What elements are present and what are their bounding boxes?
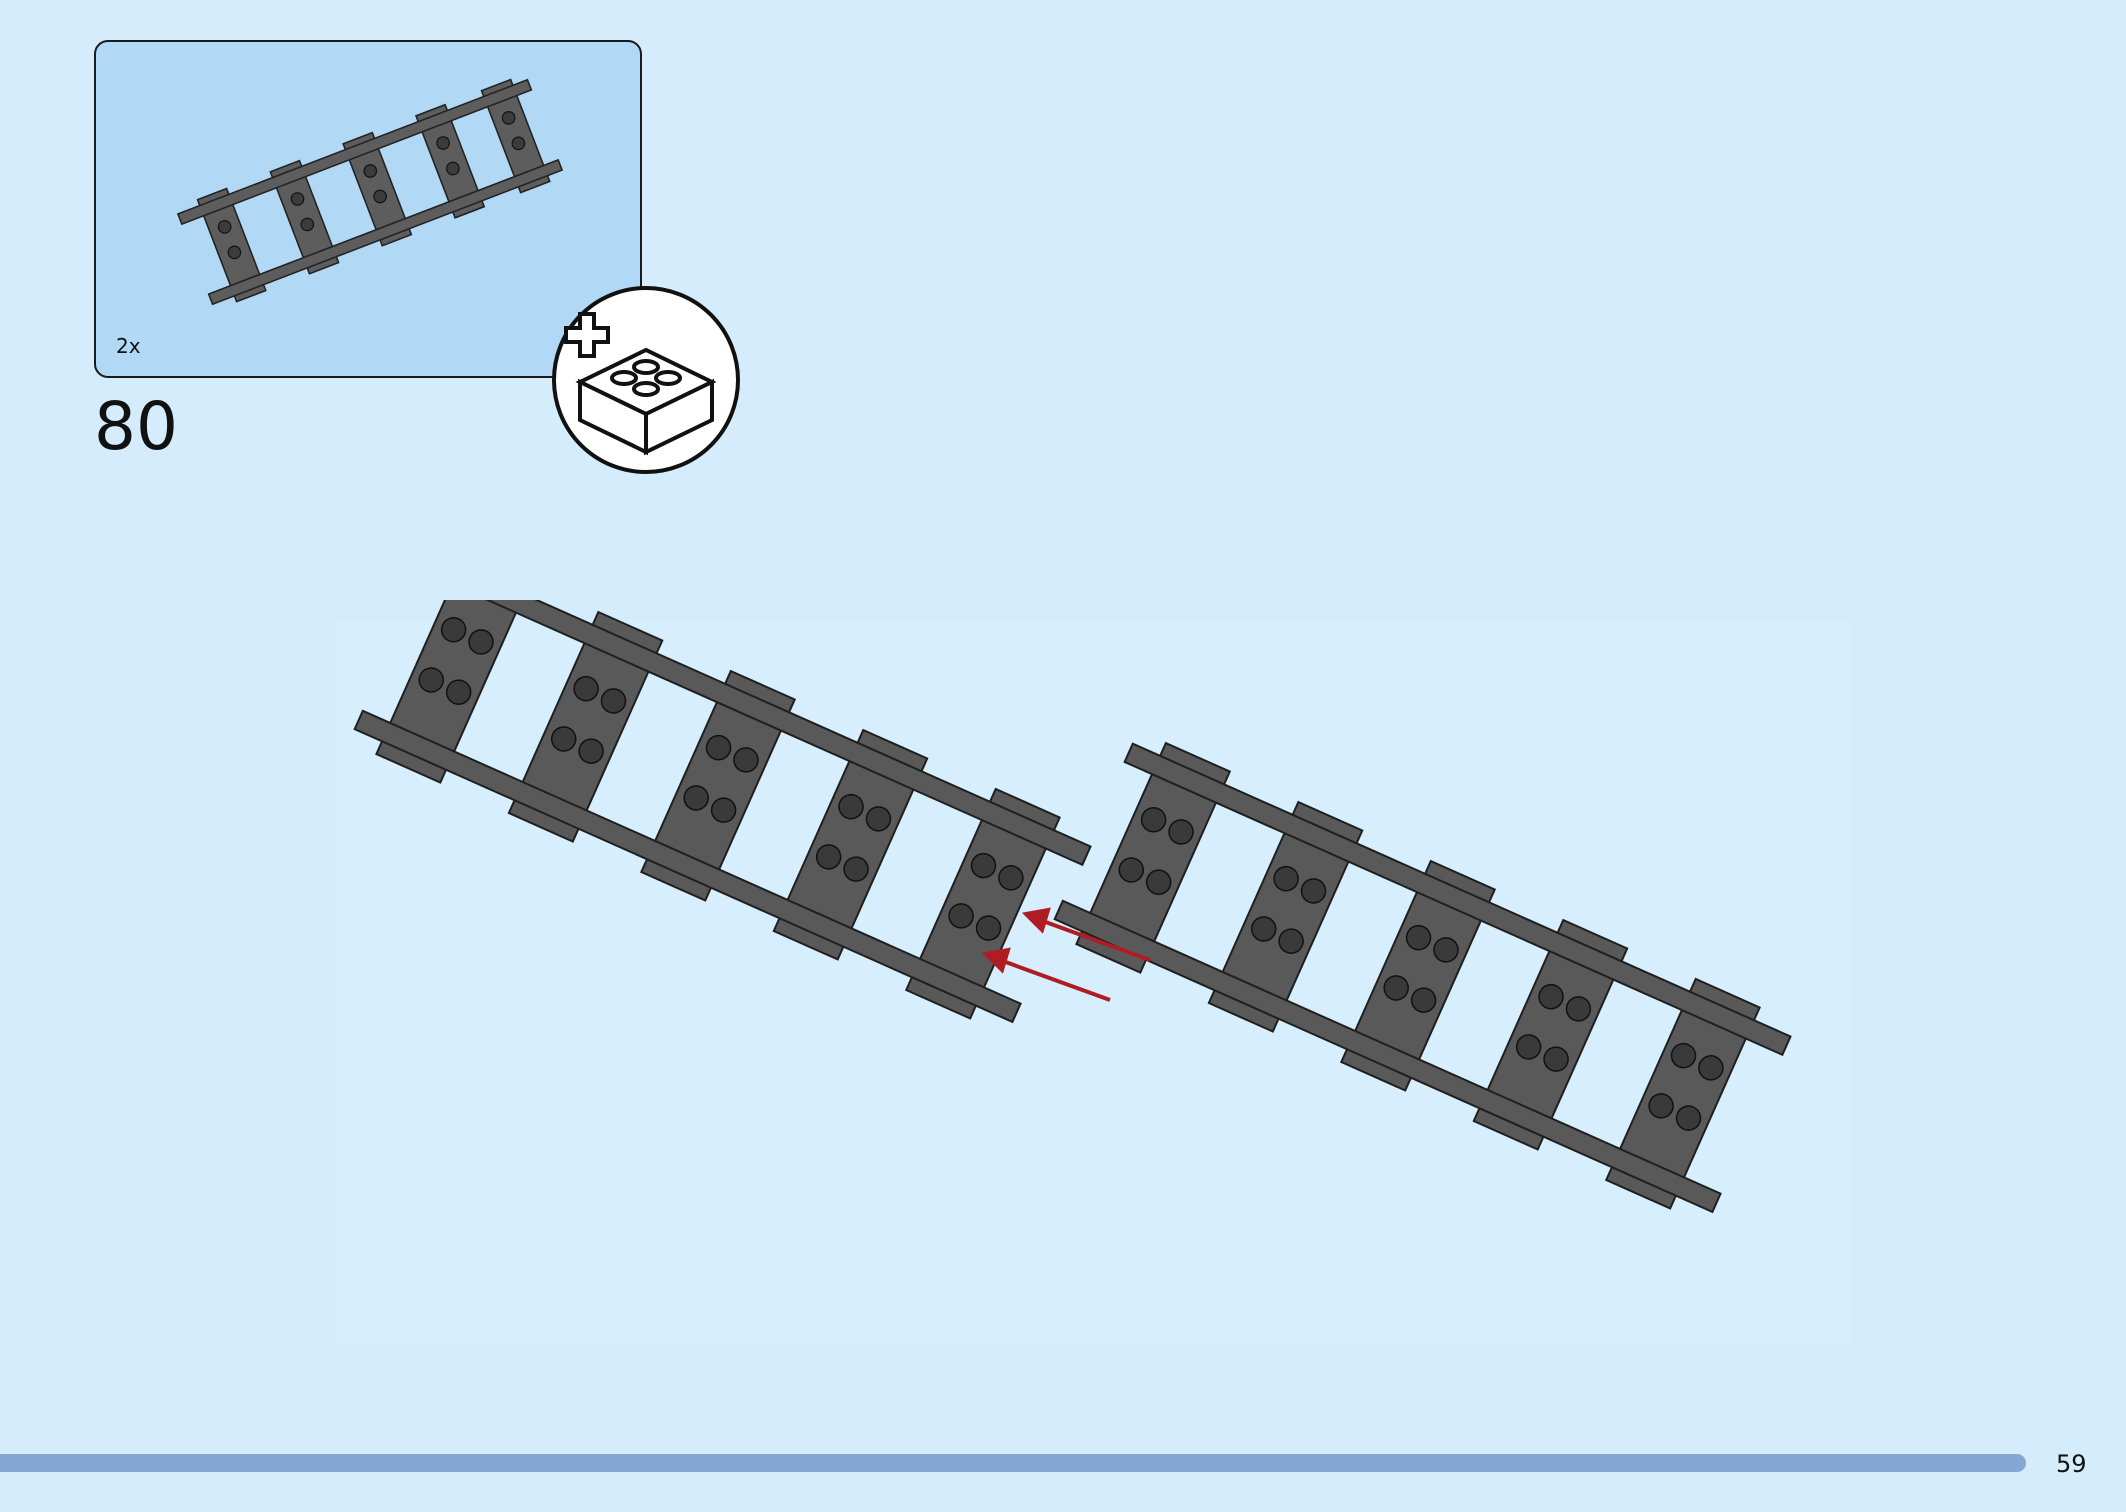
plus-icon bbox=[564, 312, 610, 358]
new-brick-icon bbox=[552, 286, 740, 474]
track-assembly-illustration bbox=[353, 600, 1792, 1214]
step-number: 80 bbox=[94, 388, 178, 465]
track-piece-right bbox=[1053, 741, 1792, 1214]
page-progress-bar bbox=[0, 1454, 2026, 1472]
connection-arrows bbox=[981, 907, 1151, 1002]
part-quantity: 2x bbox=[116, 334, 141, 358]
track-piece-left bbox=[353, 600, 1092, 1024]
page-number: 59 bbox=[2056, 1450, 2087, 1478]
straight-track-icon bbox=[176, 78, 564, 306]
parts-callout: 2x bbox=[94, 40, 642, 378]
